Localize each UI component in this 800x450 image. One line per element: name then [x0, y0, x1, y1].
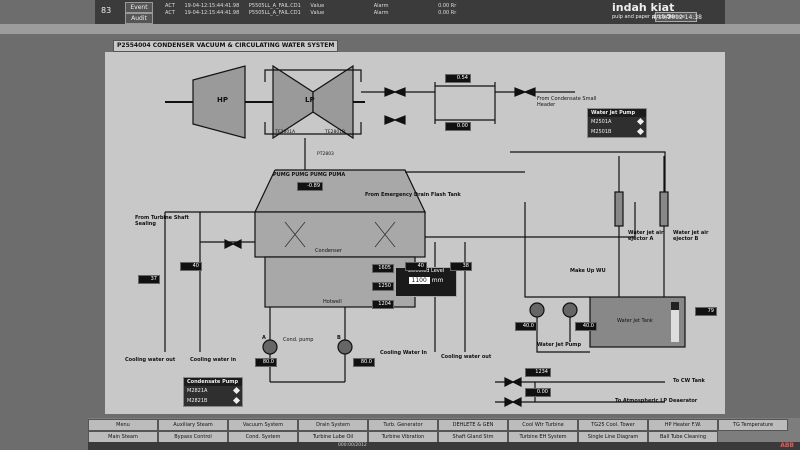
process-schematic: HP LP From Condensate Small Header From … — [105, 52, 725, 414]
condensate-pump-panel: Condensate Pump M2821A M2821B — [183, 377, 243, 407]
from-turbine-shaft-label: From Turbine Shaft Sealing — [135, 215, 189, 227]
wj-pump-a-value: 40.0 — [515, 322, 537, 331]
alarm-count: 83 — [101, 6, 112, 15]
cond-pump-label: Cond. pump — [283, 337, 314, 343]
nav-tg25-cool-tower[interactable]: TG25 Cool. Tower — [578, 419, 648, 431]
make-up-label: Make Up WU — [570, 268, 606, 274]
alarm-row[interactable]: ACT 19-04-12:15:44:41.98 P5505LL_A_FAIL.… — [165, 3, 457, 9]
nav-turb-generator[interactable]: Turb. Generator — [368, 419, 438, 431]
tt-value-3: 40 — [405, 262, 427, 271]
condensate-pump-item[interactable]: M2821A — [184, 386, 242, 396]
condensate-pump-panel-title: Condensate Pump — [184, 378, 242, 386]
nav-hp-heater-fw[interactable]: HP Heater F.W. — [648, 419, 718, 431]
water-jet-pump-label: Water Jet Pump — [537, 342, 582, 348]
brand-logo: indah kiat — [612, 1, 675, 14]
footer-left-text: 000:00/2012 — [338, 443, 367, 448]
wj-pump-b-value: 40.0 — [575, 322, 597, 331]
water-jet-pump-panel-title: Water Jet Pump — [588, 109, 646, 117]
pt2804-value: -0.89 — [297, 182, 323, 191]
alarm-row[interactable]: ACT 19-04-12:15:44:41.98 P5505LL_A_FAIL.… — [165, 10, 457, 16]
status-diamond-icon — [636, 117, 645, 126]
silence-button[interactable]: Silence — [655, 12, 697, 22]
nav-drain-system[interactable]: Drain System — [298, 419, 368, 431]
valve-top-value: 0.54 — [445, 74, 471, 83]
event-button[interactable]: Event — [125, 2, 153, 13]
status-diamond-icon — [232, 396, 241, 405]
cooling-water-out-left: Cooling water out — [125, 357, 176, 363]
flow-value-1: 1234 — [525, 368, 551, 377]
m2821a-value: 80.0 — [255, 358, 277, 367]
lt2802-value: 1250 — [372, 282, 394, 291]
abb-logo: ABB — [780, 442, 794, 449]
lp-turbine-label: LP — [305, 96, 315, 104]
selected-level-value: 1100 — [408, 277, 430, 284]
ejector-b-label: Water jet air ejector B — [673, 230, 709, 242]
cooling-water-in-left: Cooling water in — [190, 357, 237, 363]
nav-auxiliary-steam[interactable]: Auxiliary Steam — [158, 419, 228, 431]
ejector-a-label: Water jet air ejector A — [628, 230, 664, 242]
navigation-bar: Menu Auxiliary Steam Vacuum System Drain… — [88, 418, 800, 443]
water-jet-pump-item[interactable]: M2501A — [588, 117, 646, 127]
page-title: P2554004 CONDENSER VACUUM & CIRCULATING … — [113, 40, 338, 52]
status-footer: 000:00/2012 ABB — [88, 442, 800, 450]
nav-cool-wtr-turbine[interactable]: Cool Wtr Turbine — [508, 419, 578, 431]
from-condensate-label: From Condensate Small Header — [537, 96, 597, 108]
status-diamond-icon — [232, 386, 241, 395]
audit-button[interactable]: Audit — [125, 13, 153, 24]
te2801a-tag: TE2801A — [275, 130, 296, 135]
hotwell-label: Hotwell — [323, 299, 342, 305]
selected-level-display[interactable]: Selected Level 1100 mm — [395, 267, 457, 297]
nav-menu[interactable]: Menu — [88, 419, 158, 431]
nav-vacuum-system[interactable]: Vacuum System — [228, 419, 298, 431]
from-emergency-label: From Emergency Drain Flash Tank — [365, 192, 461, 198]
condensate-pump-item[interactable]: M2821B — [184, 396, 242, 406]
clock-display: 4/19/2012 14:38 — [652, 14, 702, 21]
condenser-label: Condenser — [315, 248, 342, 254]
nav-tg-temperature[interactable]: TG Temperature — [718, 419, 788, 431]
hp-turbine-label: HP — [217, 96, 228, 104]
nav-dehlete-gen[interactable]: DEHLETE & GEN — [438, 419, 508, 431]
valve-bottom-value: 0.00 — [445, 122, 471, 131]
system-toolbar — [0, 24, 800, 34]
cond-pump-b-label: B — [337, 335, 341, 341]
to-cw-tank-label: To CW Tank — [673, 378, 705, 384]
cooling-water-out-mid: Cooling water out — [441, 354, 492, 360]
te2801b-tag: TE2801B — [325, 130, 346, 135]
lt2801-value: 1605 — [372, 264, 394, 273]
brand-area: indah kiat pulp and paper products 4/19/… — [612, 1, 722, 21]
alarm-banner: 83 Event Audit ACT 19-04-12:15:44:41.98 … — [95, 0, 725, 24]
tt-value-4: 38 — [450, 262, 472, 271]
to-lp-deaerator-label: To Atmospheric LP Deaerator — [615, 398, 698, 404]
m2821b-value: 80.0 — [353, 358, 375, 367]
cond-pump-a-label: A — [262, 335, 266, 341]
brand-subtitle: pulp and paper products — [612, 14, 674, 20]
status-diamond-icon — [636, 127, 645, 136]
tt-value-1: 40 — [180, 262, 202, 271]
piping-diagram — [164, 64, 686, 407]
tank-level-value: 79 — [695, 307, 717, 316]
selected-level-title: Selected Level — [407, 268, 445, 274]
cooling-water-in-mid: Cooling Water In — [380, 350, 427, 356]
water-jet-pump-item[interactable]: M2501B — [588, 127, 646, 137]
water-jet-pump-panel: Water Jet Pump M2501A M2501B — [587, 108, 647, 138]
water-jet-tank-label: Water Jet Tank — [617, 318, 653, 324]
pump-header-tag: PUMG PUMG PUMG PUMA — [273, 172, 346, 178]
flow-value-2: 0.00 — [525, 388, 551, 397]
pt2803-tag: PT2803 — [317, 152, 334, 157]
lt2803-value: 1204 — [372, 300, 394, 309]
selected-level-unit: mm — [431, 277, 444, 284]
tt-value-2: 37 — [138, 275, 160, 284]
